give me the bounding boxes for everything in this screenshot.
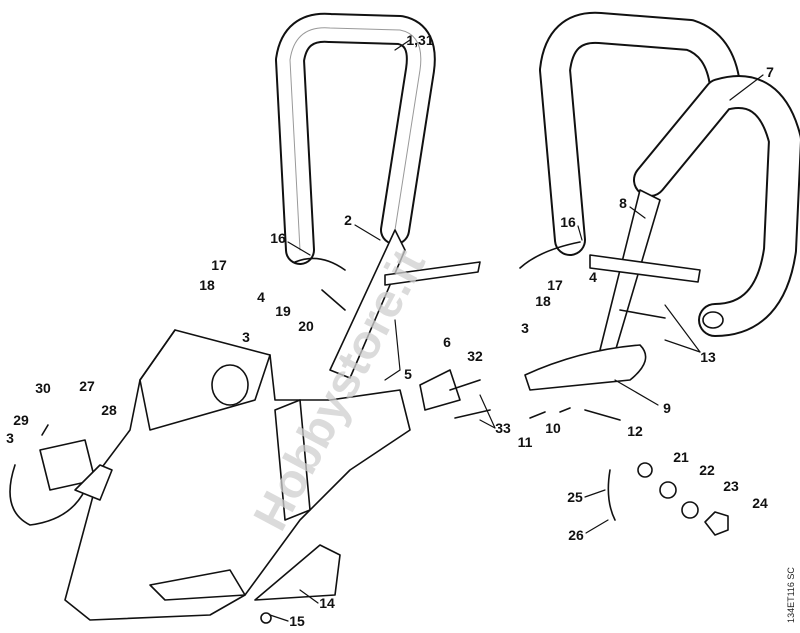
leader-lines: [269, 39, 764, 622]
callout-17: 17: [211, 257, 227, 273]
callout-15: 15: [289, 613, 305, 629]
drawing-code: 134ET116 SC: [786, 567, 796, 623]
callout-24: 24: [752, 495, 768, 511]
callout-30: 30: [35, 380, 51, 396]
callout-20: 20: [298, 318, 314, 334]
callout-3: 3: [242, 329, 250, 345]
callout-16: 16: [270, 230, 286, 246]
callout-27: 27: [79, 378, 95, 394]
callout-28: 28: [101, 402, 117, 418]
callout-22: 22: [699, 462, 715, 478]
callout-32: 32: [467, 348, 483, 364]
callout-16: 16: [560, 214, 576, 230]
callout-11: 11: [517, 434, 533, 450]
callout-3: 3: [6, 430, 14, 446]
callout-19: 19: [275, 303, 291, 319]
callout-4: 4: [589, 269, 597, 285]
handlebar-right: [539, 11, 800, 353]
housing: [64, 329, 411, 621]
callout-12: 12: [627, 423, 643, 439]
callout-1-31: 1,31: [406, 32, 434, 48]
callout-23: 23: [723, 478, 739, 494]
handle-cover: [524, 344, 647, 391]
handlebar-left: [275, 12, 481, 379]
callout-33: 33: [495, 420, 511, 436]
callout-17: 17: [547, 277, 563, 293]
callout-3: 3: [521, 320, 529, 336]
callout-10: 10: [545, 420, 561, 436]
callout-13: 13: [700, 349, 716, 365]
callout-14: 14: [319, 595, 335, 611]
callout-2: 2: [344, 212, 352, 228]
callout-25: 25: [567, 489, 583, 505]
callout-9: 9: [663, 400, 671, 416]
callout-18: 18: [535, 293, 551, 309]
callout-21: 21: [673, 449, 689, 465]
callout-4: 4: [257, 289, 265, 305]
callout-18: 18: [199, 277, 215, 293]
callout-26: 26: [568, 527, 584, 543]
small-parts: [9, 241, 729, 624]
callout-8: 8: [619, 195, 627, 211]
callout-6: 6: [443, 334, 451, 350]
callout-29: 29: [13, 412, 29, 428]
callout-7: 7: [766, 64, 774, 80]
callout-5: 5: [404, 366, 412, 382]
